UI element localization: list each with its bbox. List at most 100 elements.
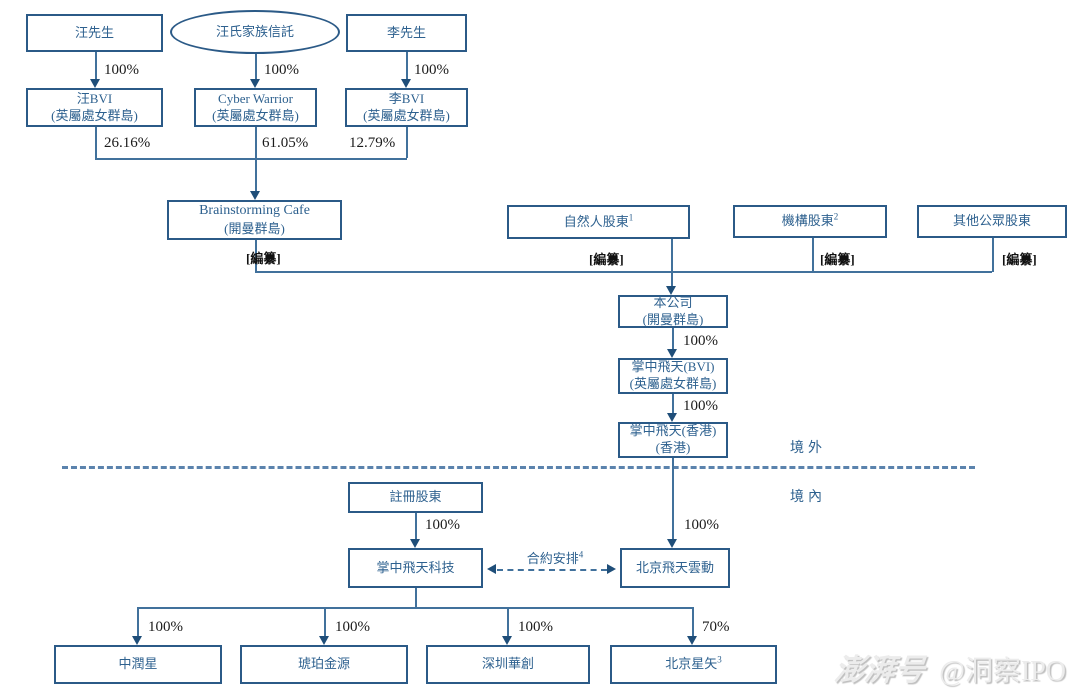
node-the-company: 本公司 (開曼群島) (618, 295, 728, 328)
node-wang-bvi: 汪BVI (英屬處女群島) (26, 88, 163, 127)
edge-wang-bvi-stub (95, 127, 97, 158)
node-natural-person-shareholders: 自然人股東1 (507, 205, 690, 239)
edge-natural-person-to-company (671, 239, 673, 287)
node-jurisdiction: (英屬處女群島) (212, 107, 299, 123)
node-label: 北京飛天雲動 (635, 559, 714, 575)
contractual-arrangements-label: 合約安排4 (526, 549, 584, 566)
pct-cyber-warrior-to-cafe: 61.05% (262, 135, 309, 151)
edge-palmwin-bvi-to-hk (672, 394, 674, 413)
node-zhong-run-xing: 中潤星 (54, 645, 222, 684)
node-institutional-shareholders: 機構股東2 (733, 205, 887, 238)
edge-cafe-stub (255, 240, 257, 272)
pct-palmwin-bvi-to-hk: 100% (683, 398, 718, 414)
edge-palmwin-hk-to-wfoe (672, 458, 674, 539)
arrowhead-down-icon (250, 191, 260, 200)
node-palmwin-technology: 掌中飛天科技 (348, 548, 483, 588)
node-label: 深圳華創 (481, 656, 534, 672)
node-brainstorming-cafe: Brainstorming Cafe (開曼群島) (167, 200, 342, 240)
offshore-label: 境外 (790, 441, 826, 456)
node-label: 汪BVI (76, 90, 113, 106)
node-mr-li: 李先生 (346, 14, 467, 52)
edge-li-bvi-stub (406, 127, 408, 158)
arrowhead-down-icon (667, 413, 677, 422)
node-jurisdiction: (英屬處女群島) (629, 376, 717, 391)
node-jurisdiction: (開曼群島) (224, 220, 285, 236)
node-label: 中潤星 (118, 656, 158, 672)
node-label: 掌中飛天(BVI) (631, 359, 715, 375)
node-label: 自然人股東1 (563, 212, 634, 229)
node-label: 掌中飛天(香港) (629, 423, 717, 439)
pct-tech-to-hu-po-jin-yuan: 100% (335, 619, 370, 635)
pct-tech-to-beijing-xing-shi: 70% (702, 619, 730, 635)
edge-tech-to-distributor (415, 588, 417, 608)
pct-li-bvi-to-cafe: 12.79% (349, 135, 396, 151)
node-registered-shareholders: 註冊股東 (348, 482, 483, 513)
arrowhead-down-icon (687, 636, 697, 645)
node-beijing-feitian-yundong: 北京飛天雲動 (620, 548, 730, 588)
arrowhead-down-icon (667, 349, 677, 358)
arrowhead-down-icon (401, 79, 411, 88)
arrowhead-down-icon (666, 286, 676, 295)
arrowhead-left-icon (487, 564, 496, 574)
node-jurisdiction: (開曼群島) (642, 311, 704, 327)
onshore-label: 境內 (790, 490, 826, 505)
node-jurisdiction: (英屬處女群島) (363, 107, 450, 123)
redacted-label-cafe: [編纂] (246, 251, 281, 266)
node-label: 琥珀金源 (297, 656, 350, 672)
edge-tech-to-beijing-xing-shi (692, 607, 694, 636)
pct-wang-bvi-to-cafe: 26.16% (104, 135, 151, 151)
node-other-public-shareholders: 其他公眾股東 (917, 205, 1067, 238)
edge-mr-li-to-li-bvi (406, 52, 408, 79)
arrowhead-down-icon (250, 79, 260, 88)
node-label: 本公司 (653, 294, 693, 310)
node-label: 李BVI (388, 90, 425, 106)
pct-company-to-palmwin-bvi: 100% (683, 333, 718, 349)
pct-trust-to-cyber-warrior: 100% (264, 62, 299, 78)
node-li-bvi: 李BVI (英屬處女群島) (345, 88, 468, 127)
edge-cyber-warrior-stub (255, 127, 257, 158)
pct-registered-to-tech: 100% (425, 517, 460, 533)
node-palmwin-hk: 掌中飛天(香港) (香港) (618, 422, 728, 458)
edge-other-public-stub (992, 238, 994, 272)
node-label: 汪氏家族信託 (215, 23, 294, 39)
node-label: Cyber Warrior (218, 90, 293, 106)
node-mr-wang: 汪先生 (26, 14, 163, 52)
edge-tech-to-zhong-run-xing (137, 607, 139, 636)
node-label: 其他公眾股東 (952, 213, 1031, 229)
edge-company-to-palmwin-bvi (672, 328, 674, 349)
arrowhead-down-icon (667, 539, 677, 548)
node-wang-family-trust: 汪氏家族信託 (170, 10, 340, 54)
node-jurisdiction: (香港) (655, 440, 691, 455)
pct-li-to-li-bvi: 100% (414, 62, 449, 78)
redacted-label-other-public: [編纂] (1002, 252, 1037, 267)
edge-distributor-line (137, 607, 693, 609)
redacted-label-institutional: [編纂] (820, 252, 855, 267)
node-shenzhen-hua-chuang: 深圳華創 (426, 645, 590, 684)
watermark-account: @洞察IPO (939, 656, 1066, 687)
edge-contractual-arrangements (497, 569, 607, 571)
edge-registered-to-tech (415, 513, 417, 539)
pct-tech-to-zhong-run-xing: 100% (148, 619, 183, 635)
node-label: 掌中飛天科技 (376, 559, 455, 575)
edge-tech-to-hu-po-jin-yuan (324, 607, 326, 636)
edge-merge-line (95, 158, 407, 160)
node-cyber-warrior: Cyber Warrior (英屬處女群島) (194, 88, 317, 127)
redacted-label-natural-person: [編纂] (589, 252, 624, 267)
pct-tech-to-shenzhen-hua-chuang: 100% (518, 619, 553, 635)
edge-merge-line-2 (255, 271, 992, 273)
watermark-brand: 澎湃号 (832, 654, 927, 687)
node-label: 註冊股東 (389, 489, 442, 505)
node-jurisdiction: (英屬處女群島) (51, 107, 138, 123)
node-palmwin-bvi: 掌中飛天(BVI) (英屬處女群島) (618, 358, 728, 394)
edge-trust-to-cyber-warrior (255, 54, 257, 79)
arrowhead-down-icon (502, 636, 512, 645)
offshore-onshore-separator (62, 466, 975, 469)
watermark: 澎湃号 @洞察IPO (832, 645, 1066, 689)
node-label: 汪先生 (74, 24, 114, 40)
arrowhead-down-icon (410, 539, 420, 548)
edge-institutional-stub (812, 238, 814, 272)
arrowhead-down-icon (132, 636, 142, 645)
node-hu-po-jin-yuan: 琥珀金源 (240, 645, 408, 684)
arrowhead-down-icon (319, 636, 329, 645)
